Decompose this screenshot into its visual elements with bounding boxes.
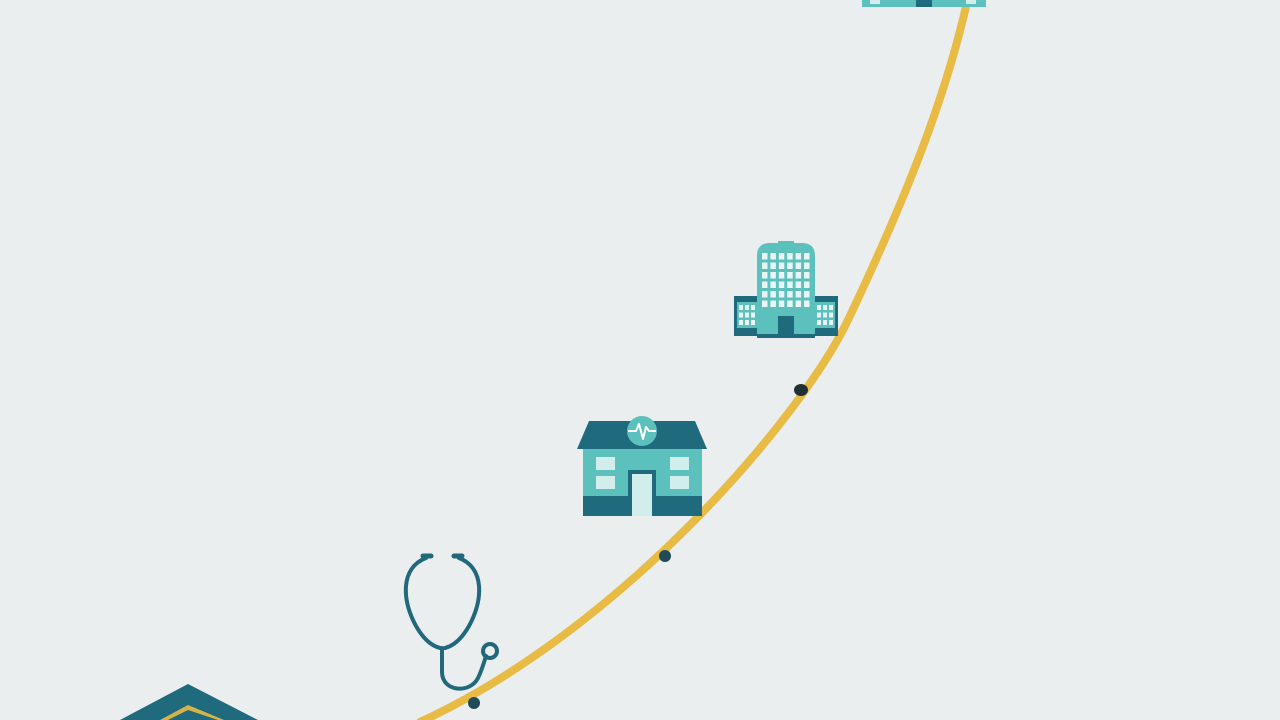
hospital-window [787,300,793,307]
hospital-windows [739,253,833,325]
hospital-window [787,281,793,288]
hospital-window [770,291,776,298]
hospital-wing-window [829,305,833,310]
hospital-wing-window [817,312,821,318]
hospital-window [762,300,768,307]
hospital-window [804,300,810,307]
hospital-window [762,291,768,298]
hospital-window [787,272,793,279]
hospital-window [787,253,793,260]
hospital-window [778,272,785,279]
hospital-window [804,281,810,288]
milestone-dot-3 [794,384,808,396]
milestone-dot-2 [659,550,671,562]
hospital-wing-window [829,320,833,325]
hospital-icon [734,241,838,338]
clinic-icon [577,416,707,516]
hospital-window [795,262,802,269]
hospital-wing-window [745,305,749,310]
hospital-window [787,262,793,269]
hospital-window [770,253,776,260]
hospital-wing-window [745,320,749,325]
hospital-window [778,291,785,298]
hospital-window [778,281,785,288]
hospital-wing-window [817,305,821,310]
hospital-window [804,262,810,269]
hospital-window [778,300,785,307]
hospital-window [762,272,768,279]
hospital-window [762,253,768,260]
hospital-wing-window [823,312,827,318]
hospital-wing-window [817,320,821,325]
hospital-window [778,262,785,269]
large-hospital-icon [862,0,986,7]
hospital-window [795,272,802,279]
hospital-window [762,281,768,288]
hospital-wing-window [739,320,743,325]
hospital-window [787,291,793,298]
hospital-window [795,253,802,260]
hospital-wing-window [739,312,743,318]
hospital-wing-window [823,320,827,325]
hospital-window [770,300,776,307]
hospital-window [804,253,810,260]
hospital-wing-window [751,305,755,310]
hospital-wing-window [739,305,743,310]
hospital-window [770,272,776,279]
hospital-window [795,291,802,298]
hospital-window [762,262,768,269]
stethoscope-icon [403,553,499,691]
hospital-wing-window [829,312,833,318]
hospital-window [795,281,802,288]
milestone-dot-1 [468,697,480,709]
graduation-cap-icon [120,684,258,720]
hospital-wing-window [751,320,755,325]
hospital-window [778,253,785,260]
hospital-window [770,281,776,288]
career-path-curve [416,0,971,720]
hospital-wing-window [745,312,749,318]
hospital-wing-window [751,312,755,318]
hospital-window [804,272,810,279]
hospital-window [770,262,776,269]
hospital-window [804,291,810,298]
hospital-window [795,300,802,307]
hospital-wing-window [823,305,827,310]
